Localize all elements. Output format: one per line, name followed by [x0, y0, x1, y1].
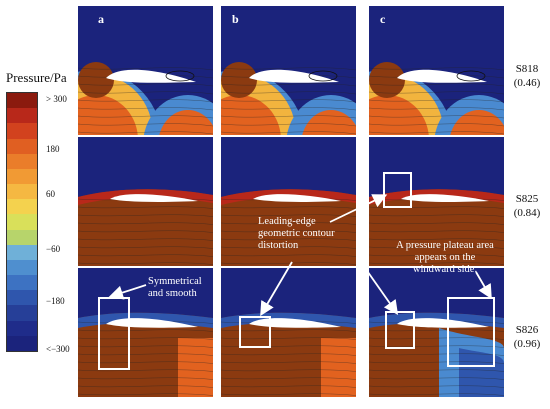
colorbar-band	[7, 168, 37, 185]
annotation-leading-edge: Leading-edge geometric contour distortio…	[258, 216, 335, 252]
row-label-s825: S825 (0.84)	[505, 192, 549, 220]
pressure-colorbar	[6, 92, 38, 352]
colorbar-band	[7, 229, 37, 245]
column-label-c: c	[380, 12, 386, 26]
highlight-box-leading-c826	[385, 311, 415, 349]
row-value: (0.46)	[513, 77, 541, 89]
highlight-box-leading-c825	[383, 172, 412, 208]
highlight-box-plateau	[447, 297, 495, 367]
annotation-line: geometric contour	[258, 228, 335, 239]
pressure-contour-panel	[221, 137, 356, 266]
annotation-line: Leading-edge	[258, 216, 316, 227]
annotation-line: appears on the	[414, 252, 476, 263]
column-label-b: b	[232, 12, 239, 26]
colorbar-band	[7, 199, 37, 215]
arrow-symmetric	[108, 284, 147, 300]
pressure-contour-panel	[369, 137, 504, 266]
annotation-symmetric: Symmetrical and smooth	[148, 276, 202, 300]
row-value: (0.84)	[513, 207, 541, 219]
colorbar-band	[7, 214, 37, 230]
annotation-plateau: A pressure plateau area appears on the w…	[385, 240, 505, 276]
legend-tick-neg180: −180	[46, 296, 65, 306]
pressure-contour-panel	[369, 6, 504, 135]
highlight-box-leading-b	[239, 316, 271, 348]
colorbar-band	[7, 138, 37, 154]
row-value: (0.96)	[513, 338, 541, 350]
row-label-s826: S826 (0.96)	[505, 323, 549, 351]
colorbar-band	[7, 153, 37, 169]
annotation-line: and smooth	[148, 288, 197, 299]
colorbar-band	[7, 320, 37, 336]
colorbar-band	[7, 305, 37, 321]
row-name: S825	[515, 193, 539, 205]
annotation-line: distortion	[258, 240, 299, 251]
pressure-contour-panel	[369, 268, 504, 397]
colorbar-band	[7, 259, 37, 276]
colorbar-band	[7, 184, 37, 200]
annotation-line: windward side.	[412, 264, 478, 275]
legend-tick-180: 180	[46, 144, 60, 154]
row-name: S826	[515, 324, 539, 336]
legend-tick-neg60: −60	[46, 244, 61, 254]
column-label-a: a	[98, 12, 104, 26]
colorbar-band	[7, 123, 37, 139]
colorbar-band	[7, 244, 37, 260]
row-label-s818: S818 (0.46)	[505, 62, 549, 90]
arrow-leading-b	[260, 261, 293, 317]
row-name: S818	[515, 63, 539, 75]
arrow-leading-c826	[357, 257, 399, 315]
annotation-line: A pressure plateau area	[396, 240, 494, 251]
annotation-line: Symmetrical	[148, 276, 202, 287]
legend-tick-min: <−300	[46, 344, 70, 354]
pressure-contour-panel	[221, 6, 356, 135]
colorbar-band	[7, 335, 37, 351]
legend-tick-60: 60	[46, 189, 55, 199]
pressure-contour-panel	[78, 6, 213, 135]
arrow-leading-c825	[329, 194, 388, 223]
pressure-contour-panel	[78, 268, 213, 397]
colorbar-band	[7, 93, 37, 109]
colorbar-band	[7, 108, 37, 124]
pressure-contour-panel	[78, 137, 213, 266]
legend-title: Pressure/Pa	[6, 70, 67, 85]
colorbar-band	[7, 275, 37, 291]
colorbar-band	[7, 290, 37, 306]
legend-tick-max: > 300	[46, 94, 67, 104]
arrow-plateau	[475, 271, 492, 300]
